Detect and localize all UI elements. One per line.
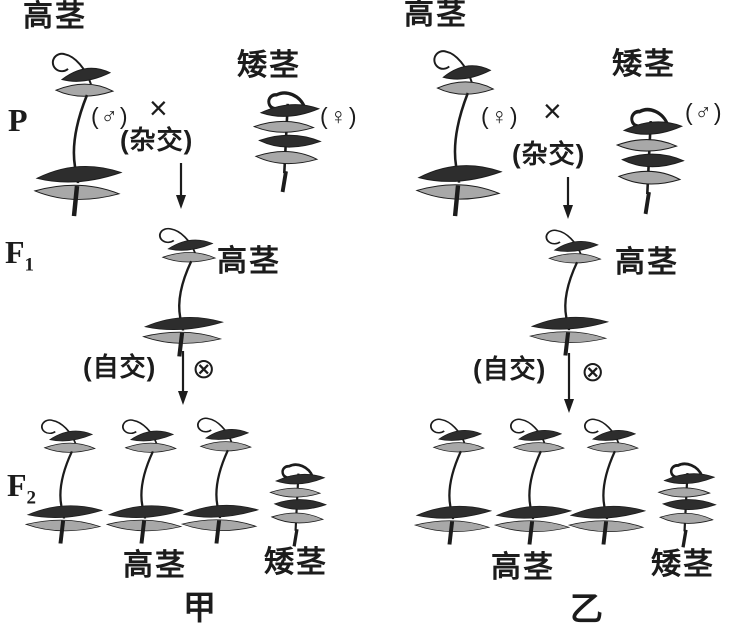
short-pea-plant (243, 80, 329, 194)
generation-f1-base: F (5, 234, 25, 270)
down-arrow-icon (176, 163, 186, 209)
tall-pea-plant (137, 213, 229, 358)
self-pollination-symbol: ⊗ (581, 356, 605, 387)
self-pollination-symbol: ⊗ (192, 353, 216, 384)
female-parent-symbol: (♀) (481, 103, 520, 129)
generation-label-p: P (8, 104, 28, 136)
short-pea-plant (606, 96, 692, 216)
tall-pea-plant (563, 404, 651, 546)
cross-multiply-symbol: × (543, 93, 562, 129)
tall-pea-plant (20, 405, 108, 545)
down-arrow-icon (178, 351, 188, 405)
p-short-phenotype-label: 矮茎 (612, 48, 676, 81)
f2-tall-phenotype-label: 高茎 (491, 551, 555, 584)
male-parent-symbol: (♂) (685, 99, 724, 125)
female-parent-symbol: (♀) (320, 103, 359, 129)
short-pea-plant (261, 454, 333, 548)
p-tall-phenotype-label: 高茎 (404, 0, 468, 31)
down-arrow-icon (563, 177, 573, 219)
f1-phenotype-label: 高茎 (615, 246, 679, 279)
tall-pea-plant (409, 404, 497, 546)
self-pollination-label: (自交) (83, 352, 157, 382)
panel-caption-jia: 甲 (183, 589, 216, 626)
hybridization-label: (杂交) (512, 139, 586, 169)
generation-label-f1: F1 (5, 234, 34, 274)
generation-f1-subscript: 1 (24, 254, 35, 276)
f2-short-phenotype-label: 矮茎 (651, 548, 715, 581)
short-pea-plant (649, 453, 723, 549)
f2-short-phenotype-label: 矮茎 (264, 546, 328, 579)
generation-f2-subscript: 2 (26, 487, 37, 509)
tall-pea-plant (524, 215, 614, 357)
down-arrow-icon (564, 353, 574, 413)
generation-label-f2: F2 (7, 467, 36, 507)
cross-multiply-symbol: × (149, 90, 168, 126)
tall-pea-plant (176, 403, 264, 545)
hybridization-label: (杂交) (120, 125, 194, 155)
male-parent-symbol: (♂) (91, 103, 130, 129)
panel-caption-yi: 乙 (570, 590, 603, 627)
p-tall-phenotype-label: 高茎 (23, 0, 87, 33)
generation-f2-base: F (7, 467, 27, 503)
f2-tall-phenotype-label: 高茎 (123, 549, 187, 582)
self-pollination-label: (自交) (473, 354, 547, 384)
p-short-phenotype-label: 矮茎 (237, 49, 301, 82)
f1-phenotype-label: 高茎 (217, 245, 281, 278)
generation-p-text: P (8, 102, 28, 138)
